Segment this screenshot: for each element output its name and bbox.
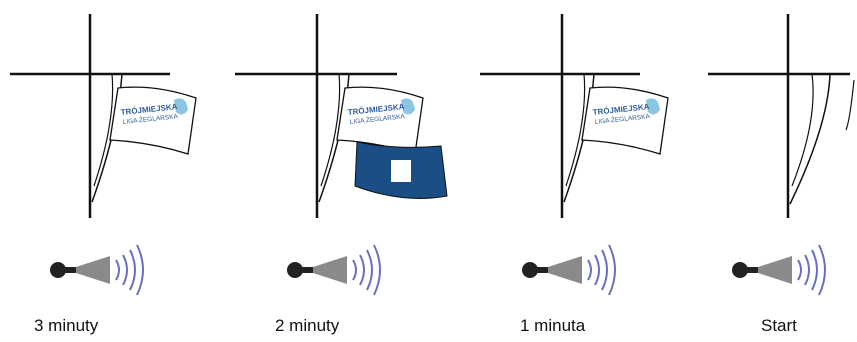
stage-start: Start [700,0,857,342]
sound-signal-horn-icon [50,245,143,295]
stage-3-minutes: TRÓJMIEJSKA LIGA ŻEGLARSKA 3 minuty [0,0,200,342]
mast-yardarm: TRÓJMIEJSKA LIGA ŻEGLARSKA [225,0,455,310]
class-flag-icon: TRÓJMIEJSKA LIGA ŻEGLARSKA [110,87,196,154]
preparatory-flag-icon [355,142,447,198]
sound-waves-icon [116,245,143,295]
stage-label: 1 minuta [520,316,585,336]
stage-label: 3 minuty [34,316,98,336]
stage-1-minute: TRÓJMIEJSKA LIGA ŻEGLARSKA 1 minuta [470,0,670,342]
sound-signal-horn-icon [522,245,615,295]
mast-yardarm: TRÓJMIEJSKA LIGA ŻEGLARSKA [470,0,670,310]
sound-waves-icon [353,245,380,295]
sound-signal-horn-icon [732,245,825,295]
class-flag-icon: TRÓJMIEJSKA LIGA ŻEGLARSKA [582,87,668,154]
sound-waves-icon [798,245,825,295]
sound-waves-icon [588,245,615,295]
stage-label: Start [761,316,797,336]
sound-signal-horn-icon [287,245,380,295]
class-flag-icon: TRÓJMIEJSKA LIGA ŻEGLARSKA [337,87,423,154]
mast-yardarm: TRÓJMIEJSKA LIGA ŻEGLARSKA [0,0,200,310]
stage-label: 2 minuty [275,316,339,336]
mast-yardarm [700,0,857,310]
stage-2-minutes: TRÓJMIEJSKA LIGA ŻEGLARSKA 2 minut [225,0,425,342]
